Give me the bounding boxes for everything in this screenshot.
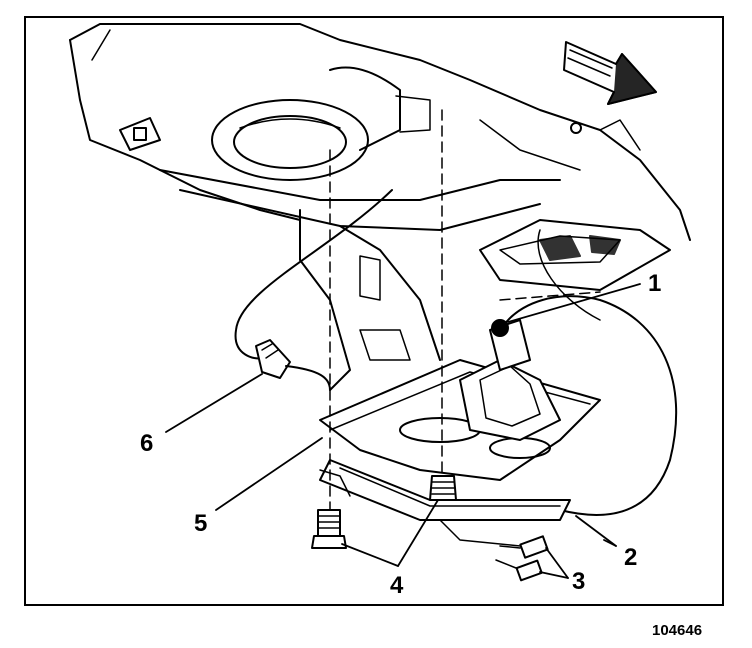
hose-connector [255, 339, 331, 391]
figure-number: 104646 [652, 622, 703, 639]
wiring-harness [234, 189, 678, 516]
leader-4b [397, 499, 439, 567]
leader-3b [539, 571, 569, 579]
leader-4a [341, 543, 399, 567]
electrical-connectors [495, 535, 549, 582]
leader-6 [165, 373, 263, 433]
callout-6: 6 [140, 430, 154, 457]
callout-5: 5 [194, 510, 208, 537]
vehicle-underbody [69, 23, 691, 391]
alignment-lines [329, 109, 601, 511]
callout-1: 1 [648, 270, 662, 297]
callout-4: 4 [390, 572, 404, 599]
mounting-bolts [311, 475, 457, 549]
shield-bracket-assembly [319, 319, 601, 549]
callout-2: 2 [624, 544, 638, 571]
leader-lines [165, 283, 641, 579]
leader-5 [215, 437, 323, 511]
leader-2b [603, 539, 617, 547]
callout-3: 3 [572, 568, 586, 595]
figure-frame [24, 16, 724, 606]
bolt-left [311, 509, 347, 549]
leader-2a [575, 515, 617, 547]
front-direction-arrow-icon [563, 41, 657, 105]
bolt-right [429, 475, 457, 501]
leader-3a [545, 547, 569, 579]
leader-1 [507, 283, 641, 323]
